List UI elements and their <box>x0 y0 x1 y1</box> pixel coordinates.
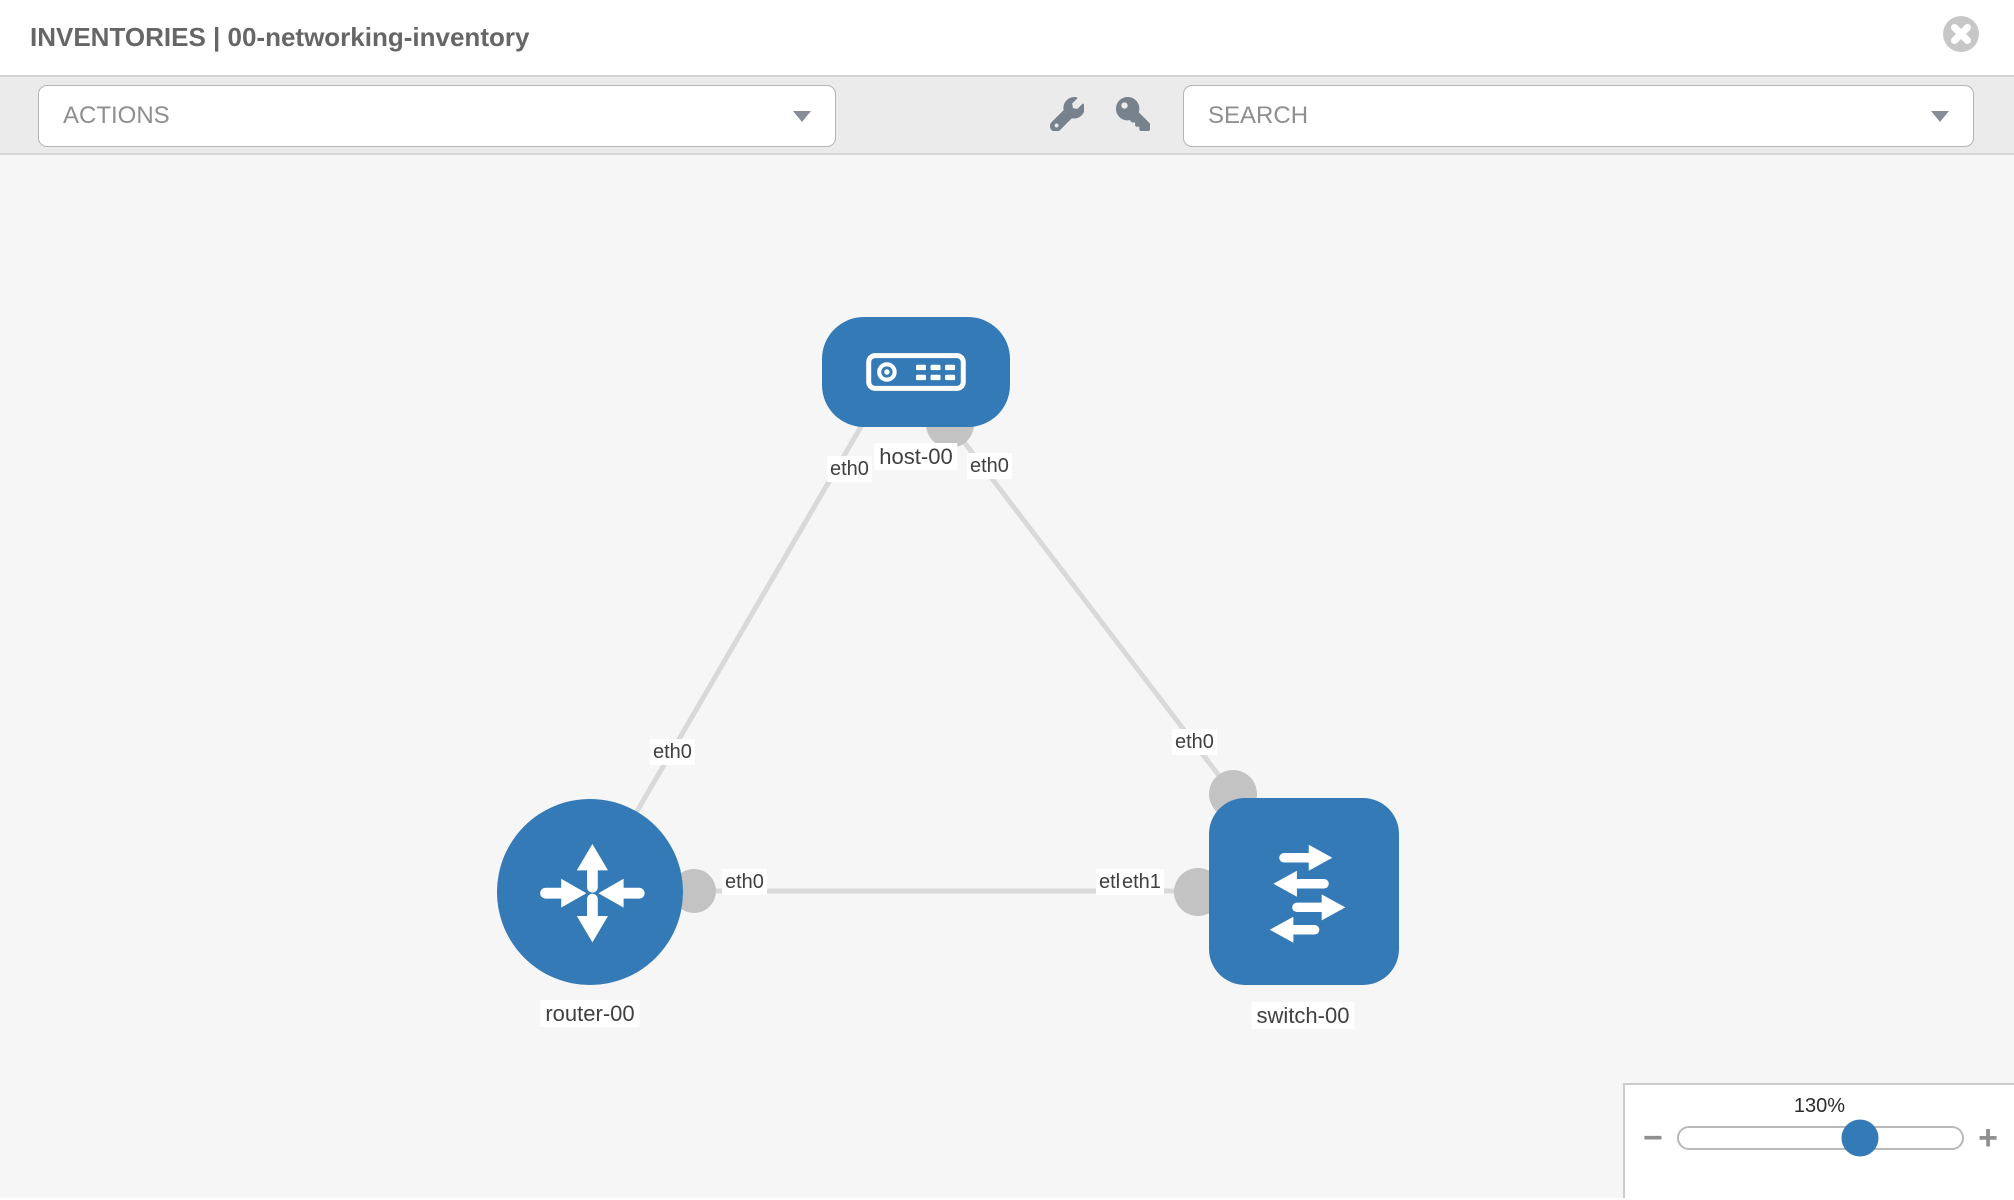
iface-label: eth0 <box>722 869 767 895</box>
close-icon <box>1943 16 1979 52</box>
iface-label: eth0 <box>650 739 695 765</box>
node-label-host-00: host-00 <box>874 443 958 470</box>
credentials-button[interactable] <box>1114 96 1152 134</box>
actions-dropdown-label: ACTIONS <box>63 102 170 129</box>
node-switch-00[interactable] <box>1209 798 1399 985</box>
zoom-out-button[interactable]: − <box>1643 1119 1663 1157</box>
iface-label: eth0 <box>967 453 1012 479</box>
node-label-switch-00: switch-00 <box>1251 1002 1355 1029</box>
node-router-00[interactable] <box>497 799 683 985</box>
actions-dropdown[interactable]: ACTIONS <box>38 85 836 147</box>
iface-label: eth0 <box>827 456 872 482</box>
node-label-router-00: router-00 <box>540 1000 640 1027</box>
chevron-down-icon <box>1931 110 1949 122</box>
page-title: INVENTORIES | 00-networking-inventory <box>30 22 530 52</box>
toolbar: ACTIONS SEARCH <box>0 77 2014 155</box>
search-dropdown-label: SEARCH <box>1208 102 1309 129</box>
header: INVENTORIES | 00-networking-inventory <box>0 0 2014 77</box>
close-button[interactable] <box>1942 15 1980 53</box>
search-dropdown[interactable]: SEARCH <box>1183 85 1974 147</box>
key-icon <box>1116 96 1150 131</box>
zoom-level: 130% <box>1793 1095 1846 1117</box>
iface-label: eth0 <box>1172 729 1217 755</box>
zoom-in-button[interactable]: + <box>1978 1119 1998 1157</box>
zoom-slider-track[interactable] <box>1676 1119 1965 1157</box>
interface-connector <box>672 869 716 913</box>
router-arrows-icon <box>540 844 645 943</box>
chevron-down-icon <box>793 110 811 122</box>
topology-canvas[interactable]: eth0 eth0 eth0 eth0 eth0 eth0 eth1 host-… <box>0 155 2014 1198</box>
links-layer <box>587 400 1260 916</box>
iface-label: eth1 <box>1119 869 1164 895</box>
server-icon <box>866 353 966 391</box>
node-host-00[interactable] <box>822 317 1010 427</box>
zoom-slider-handle[interactable] <box>1841 1119 1879 1157</box>
tools-button[interactable] <box>1048 96 1086 134</box>
switch-arrows-icon <box>1269 844 1346 943</box>
wrench-icon <box>1050 96 1085 132</box>
zoom-panel: 130% − + <box>1623 1083 2014 1198</box>
